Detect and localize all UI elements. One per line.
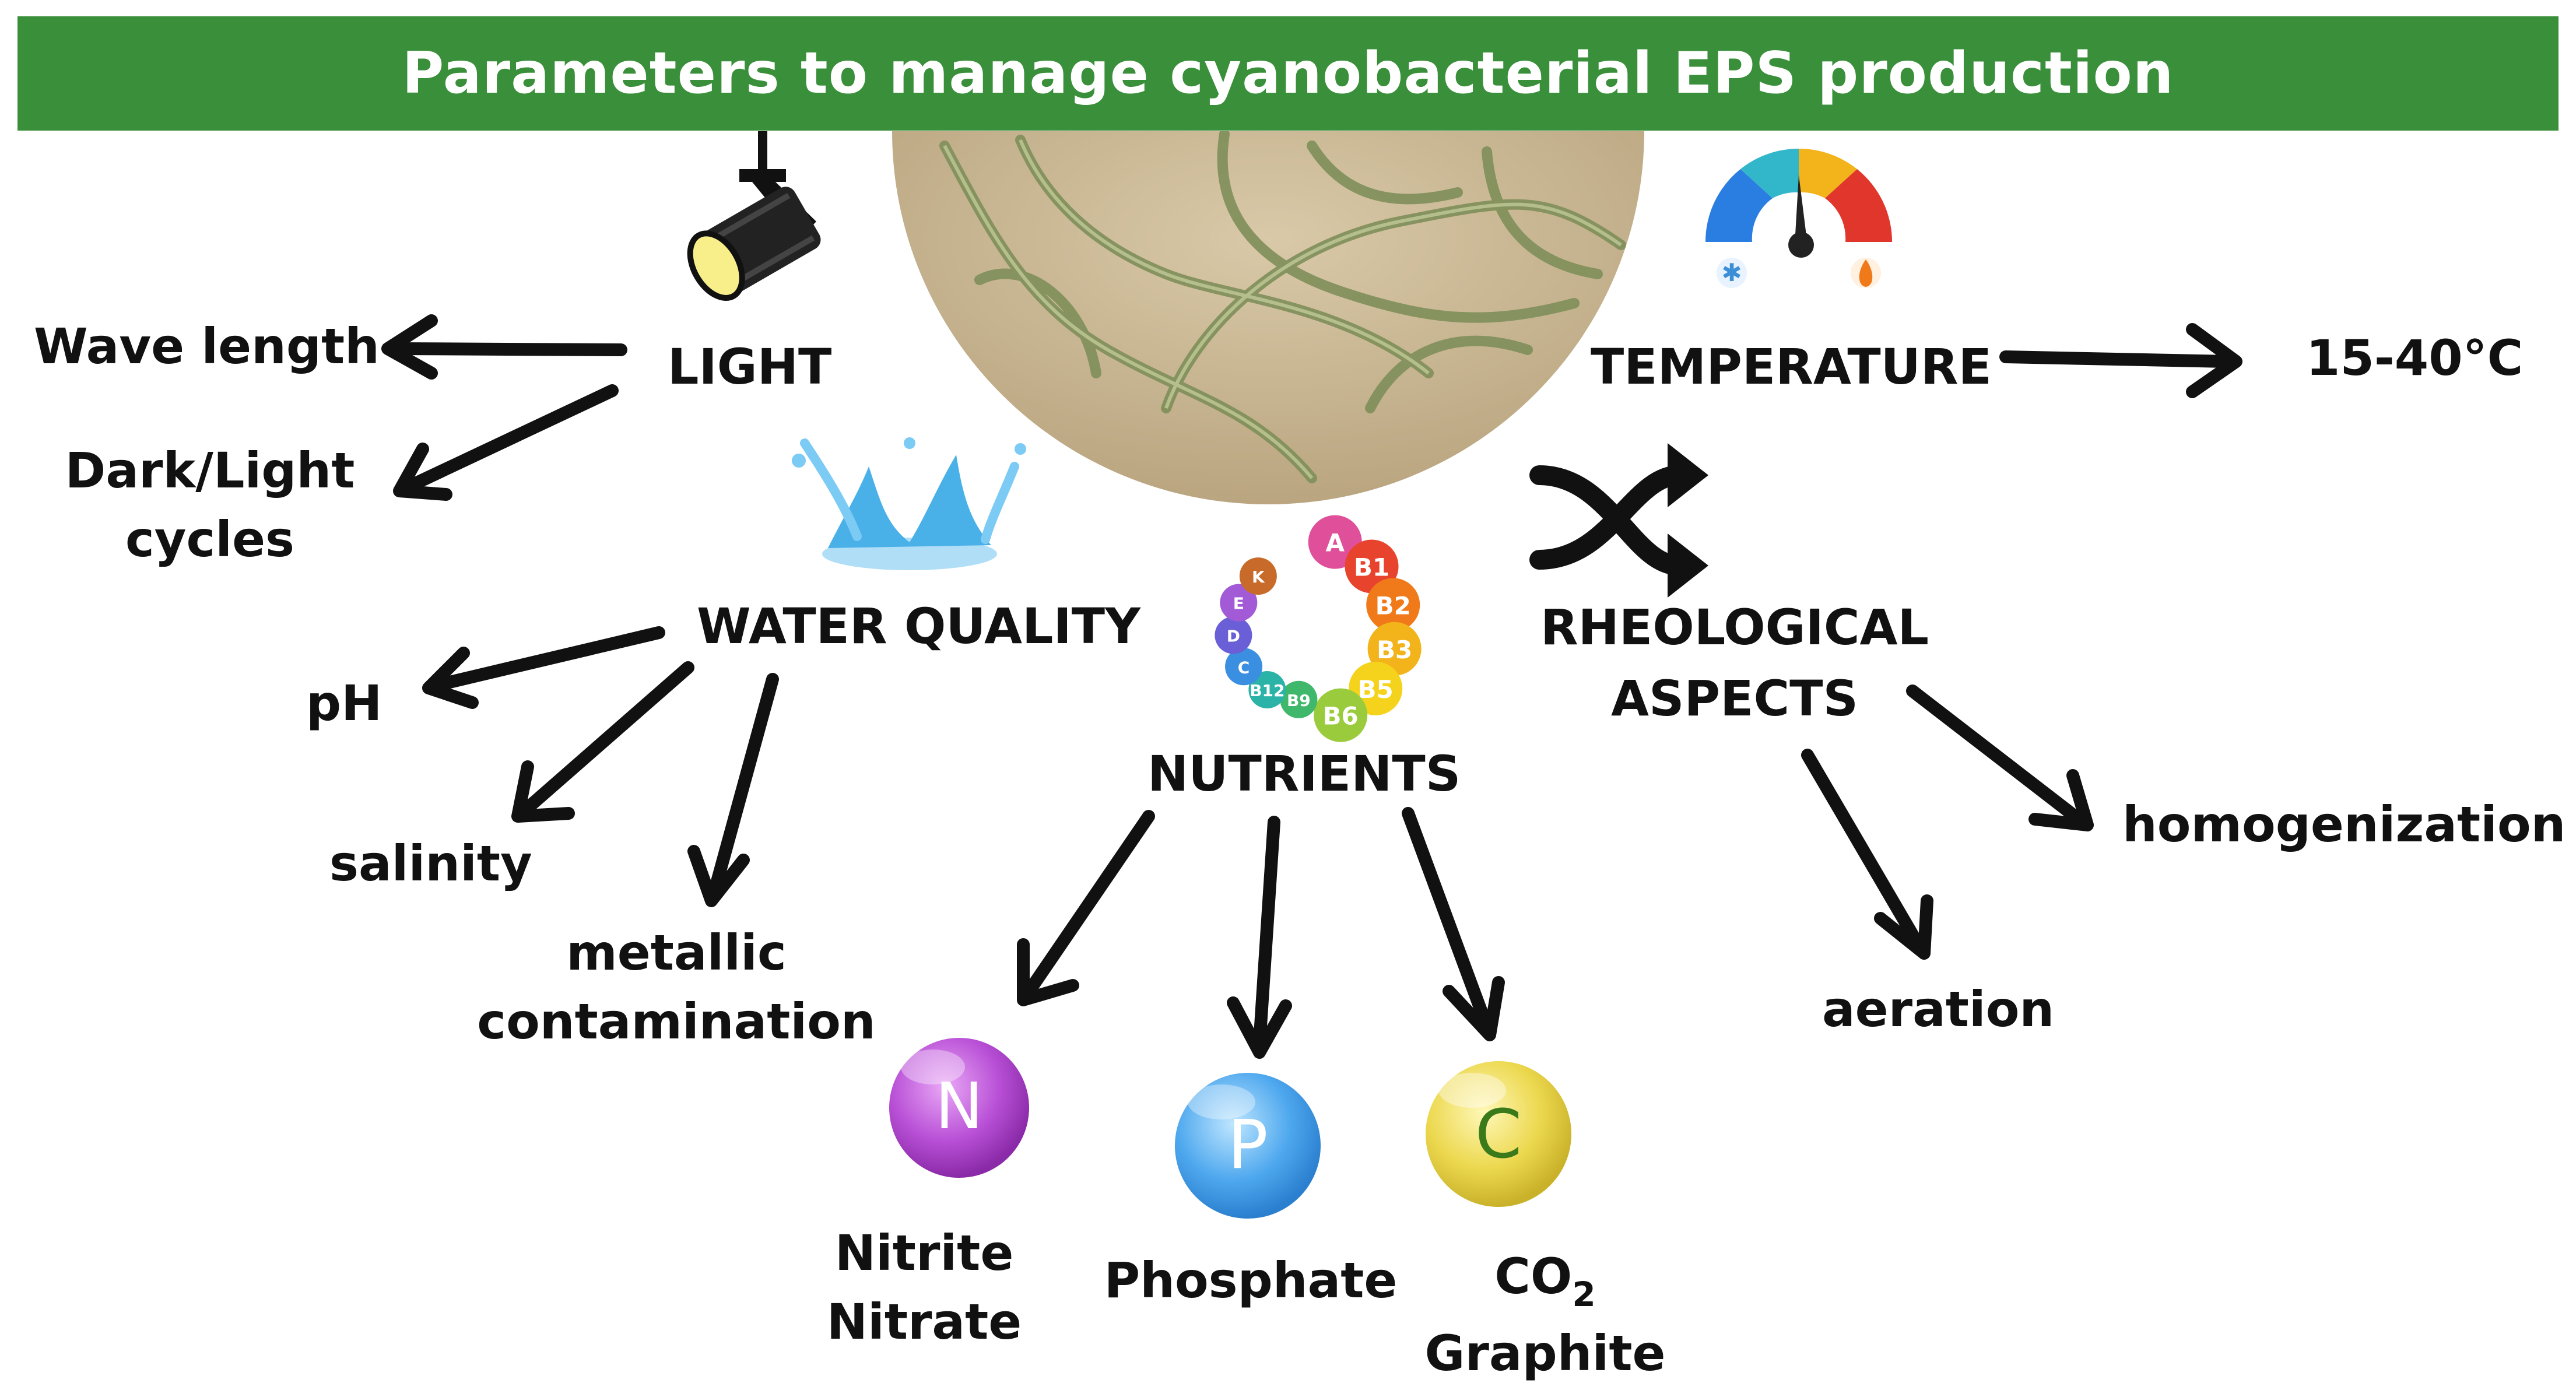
vitamin-label: B5 [1358, 675, 1394, 704]
phosphorus-symbol: P [1227, 1106, 1268, 1184]
arrow-water-salinity [511, 661, 694, 823]
svg-text:✱: ✱ [1721, 258, 1742, 287]
vitamin-label: C [1238, 658, 1250, 677]
cyanobacteria-micrograph [892, 131, 1644, 504]
vitamin-bubble [1225, 648, 1263, 686]
phosphorus-icon [1175, 1073, 1321, 1219]
vitamin-label: A [1325, 529, 1345, 557]
carbon-caption-sub: 2 [1572, 1275, 1596, 1314]
arrow-water-metallic [687, 673, 779, 907]
phosphorus-caption: Phosphate [1104, 1252, 1398, 1309]
vitamin-label: D [1227, 627, 1240, 646]
title-banner [17, 16, 2559, 131]
arrow-nutrients-carbon [1402, 807, 1505, 1041]
vitamin-label: E [1233, 594, 1244, 613]
carbon-caption-main: CO [1494, 1248, 1573, 1305]
nitrogen-icon [889, 1038, 1029, 1178]
vitamin-bubble [1366, 578, 1420, 632]
vitamin-label: B2 [1375, 591, 1411, 620]
nutrients-label: NUTRIENTS [1147, 745, 1461, 802]
arrow-nutrients-phosphorus [1227, 816, 1292, 1059]
nitrogen-caption: Nitrite Nitrate [826, 1224, 1022, 1350]
shuffle-arrowheads [1668, 443, 1708, 598]
water-item-metallic-contamination: metallic contamination [477, 924, 876, 1050]
water-item-salinity: salinity [329, 835, 532, 892]
vitamin-label: B1 [1354, 553, 1389, 581]
light-label: LIGHT [668, 338, 832, 395]
arrow-water-ph [422, 626, 665, 709]
carbon-caption: CO2 [1411, 1242, 1679, 1316]
vitamin-bubble [1239, 557, 1277, 595]
vitamin-bubble [1367, 622, 1422, 676]
arrow-light-darklight [393, 384, 619, 501]
arrow-rheological-aeration [1801, 749, 1933, 960]
vitamin-bubble [1215, 616, 1252, 654]
temperature-gauge-icon: ✱ [1705, 148, 1892, 288]
arrow-rheological-homogenization [1906, 685, 2094, 831]
carbon-symbol: C [1475, 1096, 1522, 1174]
vitamin-bubble [1280, 680, 1318, 718]
vitamin-bubble [1314, 688, 1368, 742]
water-item-ph: pH [306, 675, 382, 732]
arrow-nutrients-nitrogen [1017, 810, 1155, 1006]
vitamin-bubble [1220, 584, 1258, 622]
arrow-light-wavelength [381, 314, 627, 380]
vitamin-label: B9 [1287, 691, 1311, 710]
temperature-label: TEMPERATURE [1591, 338, 1992, 395]
nitrogen-symbol: N [935, 1069, 983, 1143]
shuffle-icon [1529, 465, 1689, 575]
page-title: Parameters to manage cyanobacterial EPS … [402, 40, 2174, 107]
water-quality-label: WATER QUALITY [697, 598, 1140, 655]
carbon-caption-second: Graphite [1424, 1325, 1666, 1382]
light-item-wavelength: Wave length [34, 318, 380, 375]
vitamin-label: K [1252, 567, 1265, 587]
vitamin-bubble [1248, 671, 1286, 708]
rheological-item-homogenization: homogenization [2122, 796, 2566, 853]
water-splash-icon [792, 437, 1026, 570]
vitamin-label: B3 [1377, 636, 1412, 664]
temperature-value: 15-40°C [2306, 329, 2524, 387]
arrow-temperature-value [1999, 323, 2242, 398]
light-item-darklight-cycles: Dark/Light cycles [65, 442, 355, 568]
vitamin-label: B6 [1323, 702, 1359, 731]
arrows [381, 314, 2242, 1059]
carbon-icon [1426, 1061, 1571, 1207]
rheological-label: RHEOLOGICAL ASPECTS [1540, 599, 1929, 727]
vitamin-label: B12 [1250, 681, 1285, 700]
rheological-item-aeration: aeration [1822, 981, 2055, 1038]
spotlight-icon [687, 131, 821, 301]
